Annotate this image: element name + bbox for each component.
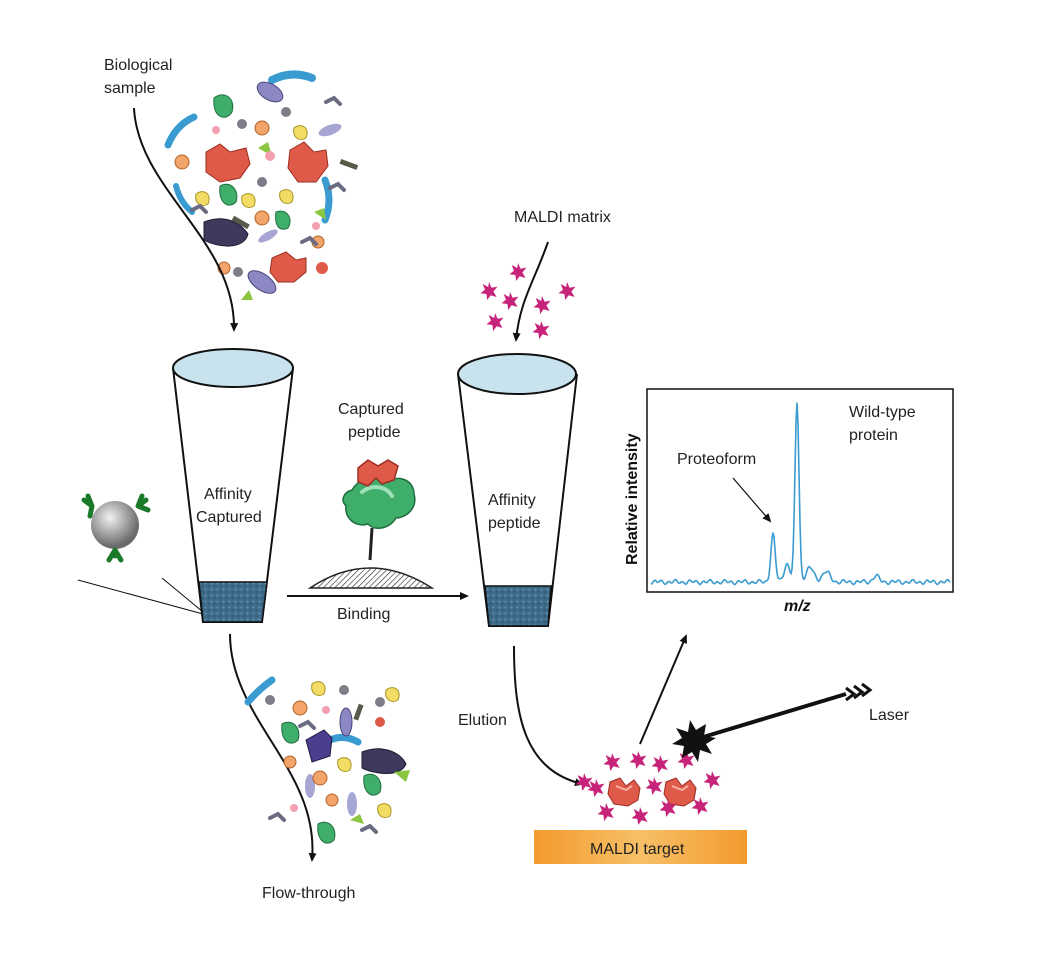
flow-through-label: Flow-through (262, 885, 355, 902)
laser-beam (672, 682, 873, 762)
spectrum-ylabel: Relative intensity (624, 433, 641, 565)
column-2-top (457, 353, 577, 395)
maldi-target-label: MALDI target (590, 841, 685, 858)
zoom-line-1 (77, 579, 204, 615)
mass-spectrum (646, 388, 954, 593)
biological-sample-label-line2: sample (104, 80, 156, 97)
spectrum-trace (650, 402, 951, 586)
resin-bed-2 (484, 585, 552, 627)
affinity-column-1 (172, 348, 294, 623)
captured-peptide-label-line1: Captured (338, 401, 404, 418)
column-1-label-line2: Captured (196, 509, 262, 526)
captured-peptide-icon (307, 459, 435, 589)
ion-arrow (639, 634, 687, 745)
laser-label: Laser (869, 707, 910, 724)
biological-sample-label-line1: Biological (104, 57, 172, 74)
affinity-column-2 (457, 353, 578, 627)
biological-sample-molecules (164, 70, 359, 300)
resin-bed-1 (198, 581, 268, 623)
captured-peptide-label-line2: peptide (348, 424, 401, 441)
maldi-spot-stars (575, 751, 721, 825)
proteoform-label: Proteoform (677, 451, 756, 468)
maldi-target-plate (534, 830, 747, 864)
elution-label: Elution (458, 712, 507, 729)
column-1-label-line1: Affinity (204, 486, 252, 503)
column-2-label-line2: peptide (488, 515, 541, 532)
antibody-bead-icon (81, 493, 151, 563)
wild-type-label-line2: protein (849, 427, 898, 444)
flow-through-arrow (229, 633, 317, 862)
column-2-label-line1: Affinity (488, 492, 536, 509)
matrix-stars (480, 263, 576, 339)
zoom-line-2 (161, 577, 204, 613)
sample-to-column-arrow (133, 107, 239, 332)
proteoform-pointer (732, 477, 772, 523)
wild-type-label-line1: Wild-type (849, 404, 916, 421)
column-1-top (172, 348, 294, 388)
flow-through-molecules (244, 676, 410, 844)
maldi-matrix-label: MALDI matrix (514, 209, 611, 226)
matrix-to-column-arrow (512, 241, 549, 342)
binding-label: Binding (337, 606, 390, 623)
spectrum-xlabel: m/z (784, 598, 811, 615)
elution-arrow (513, 645, 584, 787)
